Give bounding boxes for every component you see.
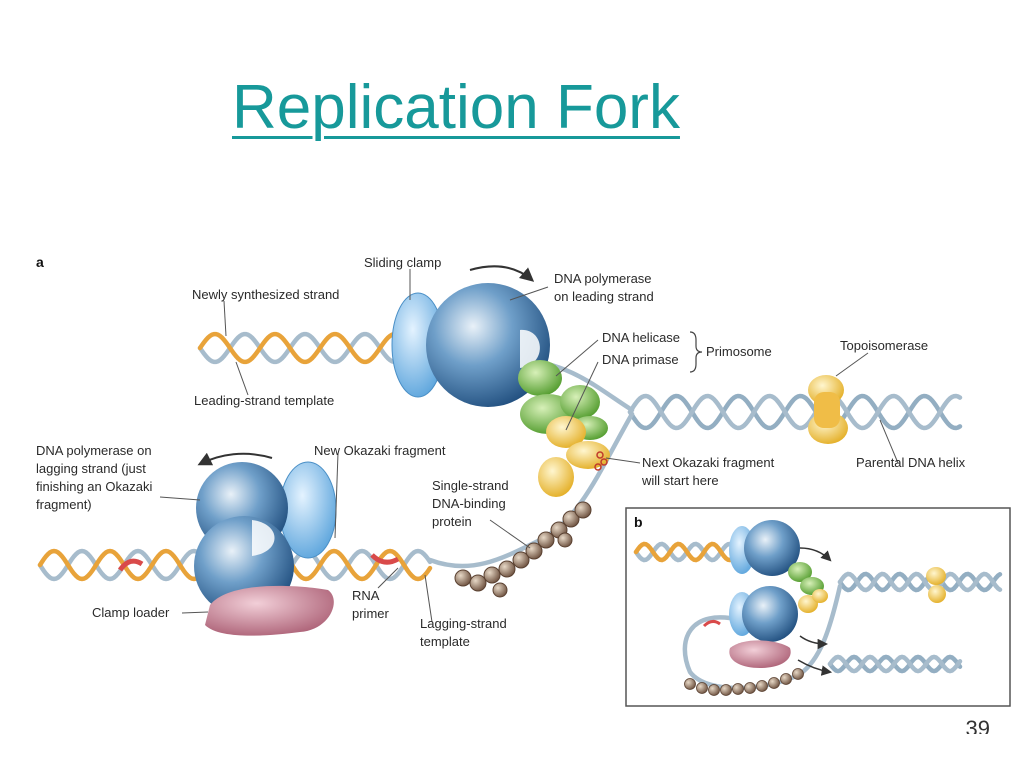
label-next-okazaki-1: Next Okazaki fragment xyxy=(642,455,775,470)
label-dna-polymerase-lagging-2: lagging strand (just xyxy=(36,461,146,476)
label-rna-primer-2: primer xyxy=(352,606,390,621)
clamp-loader xyxy=(205,585,334,636)
label-lagging-template-1: Lagging-strand xyxy=(420,616,507,631)
label-topoisomerase: Topoisomerase xyxy=(840,338,928,353)
label-dna-polymerase-lagging-1: DNA polymerase on xyxy=(36,443,152,458)
label-dna-polymerase-leading-2: on leading strand xyxy=(554,289,654,304)
parental-dna-helix xyxy=(627,393,963,431)
label-leading-strand-template: Leading-strand template xyxy=(194,393,334,408)
inset-arrow-upper xyxy=(799,547,832,562)
panel-a-label: a xyxy=(36,254,44,270)
inset-polymerase-upper xyxy=(744,520,800,576)
label-parental-dna-helix: Parental DNA helix xyxy=(856,455,966,470)
panel-b-inset: b xyxy=(625,507,1011,707)
rna-primer-segment-2 xyxy=(370,553,400,565)
slide-title: Replication Fork xyxy=(232,73,680,142)
label-rna-primer-1: RNA xyxy=(352,588,380,603)
label-ssb-3: protein xyxy=(432,514,472,529)
label-dna-polymerase-lagging-3: finishing an Okazaki xyxy=(36,479,152,494)
inset-leading-strand-2 xyxy=(633,541,743,563)
label-primosome: Primosome xyxy=(706,344,772,359)
page-number: 39 xyxy=(965,716,990,734)
inset-topoisomerase xyxy=(926,567,946,603)
inset-ssb-chain xyxy=(684,668,804,696)
parental-strand-2 xyxy=(627,393,963,431)
ssb-cluster xyxy=(454,501,592,598)
label-dna-primase: DNA primase xyxy=(602,352,679,367)
primosome-brace xyxy=(689,331,703,373)
label-dna-polymerase-leading-1: DNA polymerase xyxy=(554,271,652,286)
inset-primase xyxy=(798,589,828,613)
label-dna-helicase: DNA helicase xyxy=(602,330,680,345)
inset-arrow-middle xyxy=(799,635,829,650)
label-sliding-clamp: Sliding clamp xyxy=(364,255,441,270)
label-ssb-2: DNA-binding xyxy=(432,496,506,511)
label-next-okazaki-2: will start here xyxy=(641,473,719,488)
label-newly-synthesized-strand: Newly synthesized strand xyxy=(192,287,339,302)
lagging-direction-arrow xyxy=(197,452,273,466)
topoisomerase-protein xyxy=(808,375,848,444)
label-lagging-template-2: template xyxy=(420,634,470,649)
inset-parental-strand-1 xyxy=(837,571,1003,593)
inset-lower-strand-2 xyxy=(827,654,963,674)
replication-fork-diagram: a xyxy=(36,254,1011,707)
dna-primase xyxy=(538,416,610,497)
inset-arrow-lower xyxy=(797,659,833,676)
primer-start-marks xyxy=(594,451,608,471)
leading-direction-arrow xyxy=(469,265,535,282)
inset-parental-strand-2 xyxy=(837,571,1003,593)
inset-clamp-loader xyxy=(729,640,791,668)
panel-b-label: b xyxy=(634,514,643,530)
label-clamp-loader: Clamp loader xyxy=(92,605,170,620)
inset-rna-primer xyxy=(702,619,721,628)
parental-strand-1 xyxy=(627,393,963,431)
label-new-okazaki-fragment: New Okazaki fragment xyxy=(314,443,446,458)
rna-primer-segment xyxy=(117,558,144,572)
label-ssb-1: Single-strand xyxy=(432,478,509,493)
inset-polymerase-lower xyxy=(742,586,798,642)
label-dna-polymerase-lagging-4: fragment) xyxy=(36,497,92,512)
